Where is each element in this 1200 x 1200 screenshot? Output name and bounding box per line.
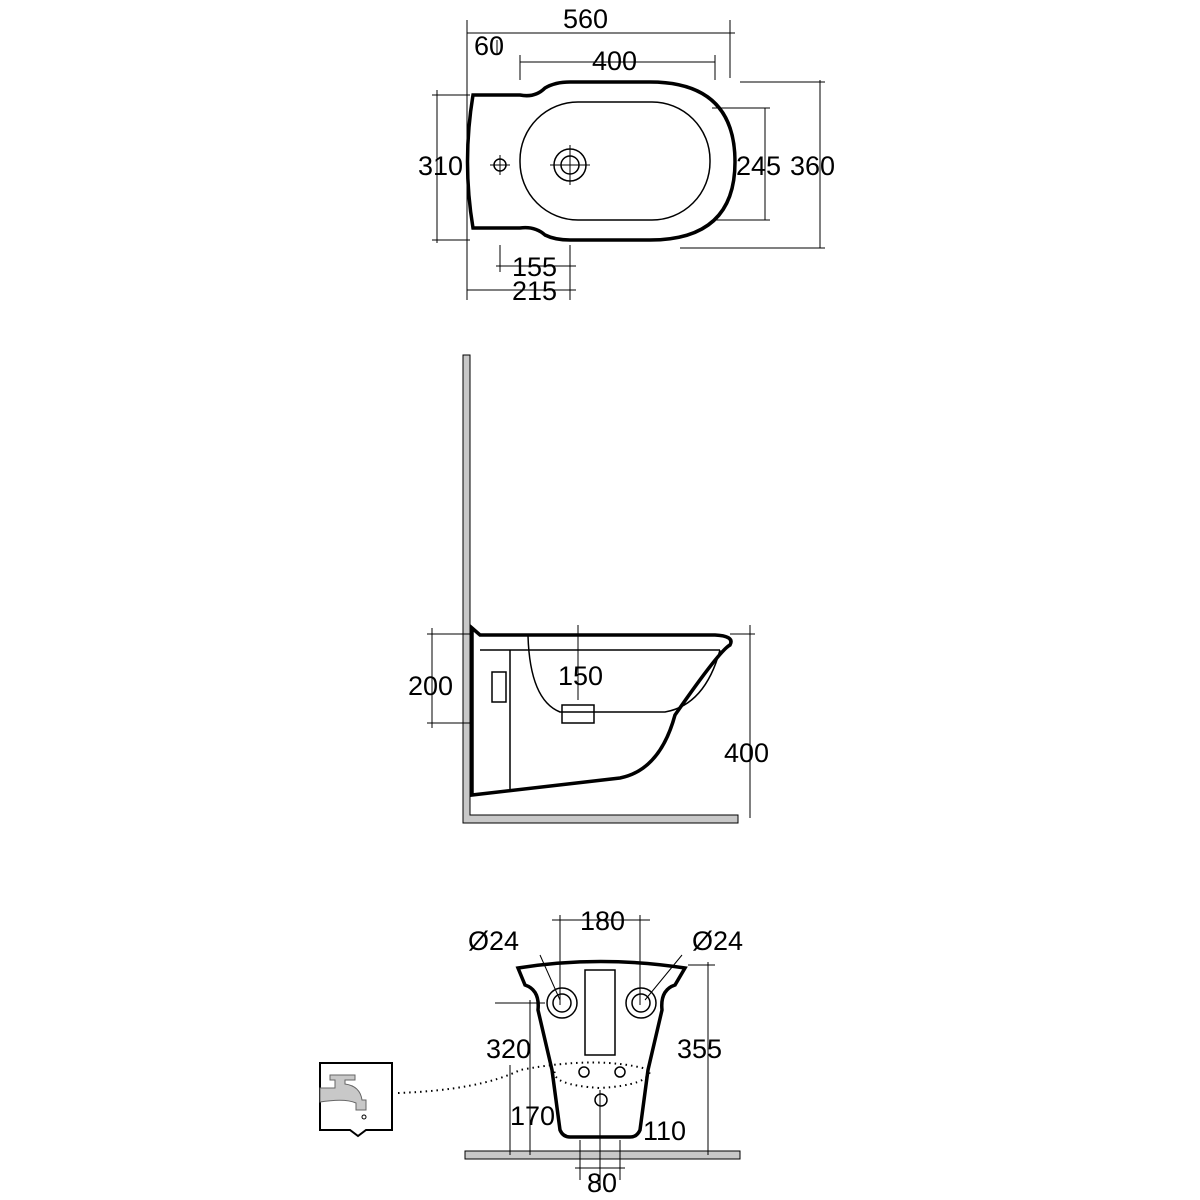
- dim-400-height: 400: [724, 738, 769, 768]
- dim-310: 310: [418, 151, 463, 181]
- dim-110: 110: [643, 1116, 686, 1146]
- top-view: 560 60 400 310 245 360 155 215: [418, 4, 835, 306]
- side-view: 200 150 400: [408, 354, 769, 824]
- dim-80: 80: [587, 1168, 617, 1198]
- wall-and-floor: [462, 354, 739, 824]
- dim-400: 400: [592, 46, 637, 76]
- dim-60: 60: [474, 31, 504, 61]
- dim-diameter-24-right: Ø24: [692, 926, 743, 956]
- dim-360: 360: [790, 151, 835, 181]
- dim-200: 200: [408, 671, 453, 701]
- dim-560: 560: [563, 4, 608, 34]
- dim-diameter-24-left: Ø24: [468, 926, 519, 956]
- dim-155: 155: [512, 252, 557, 282]
- floor: [464, 1150, 741, 1160]
- dim-355: 355: [677, 1034, 722, 1064]
- dim-320: 320: [486, 1034, 531, 1064]
- dim-180: 180: [580, 906, 625, 936]
- water-tap-icon: [319, 1062, 393, 1138]
- dim-245: 245: [736, 151, 781, 181]
- dim-215: 215: [512, 276, 557, 306]
- dim-150: 150: [558, 661, 603, 691]
- front-view: Ø24 180 Ø24 320 355 170 110 80: [397, 906, 743, 1198]
- dim-170: 170: [510, 1101, 555, 1131]
